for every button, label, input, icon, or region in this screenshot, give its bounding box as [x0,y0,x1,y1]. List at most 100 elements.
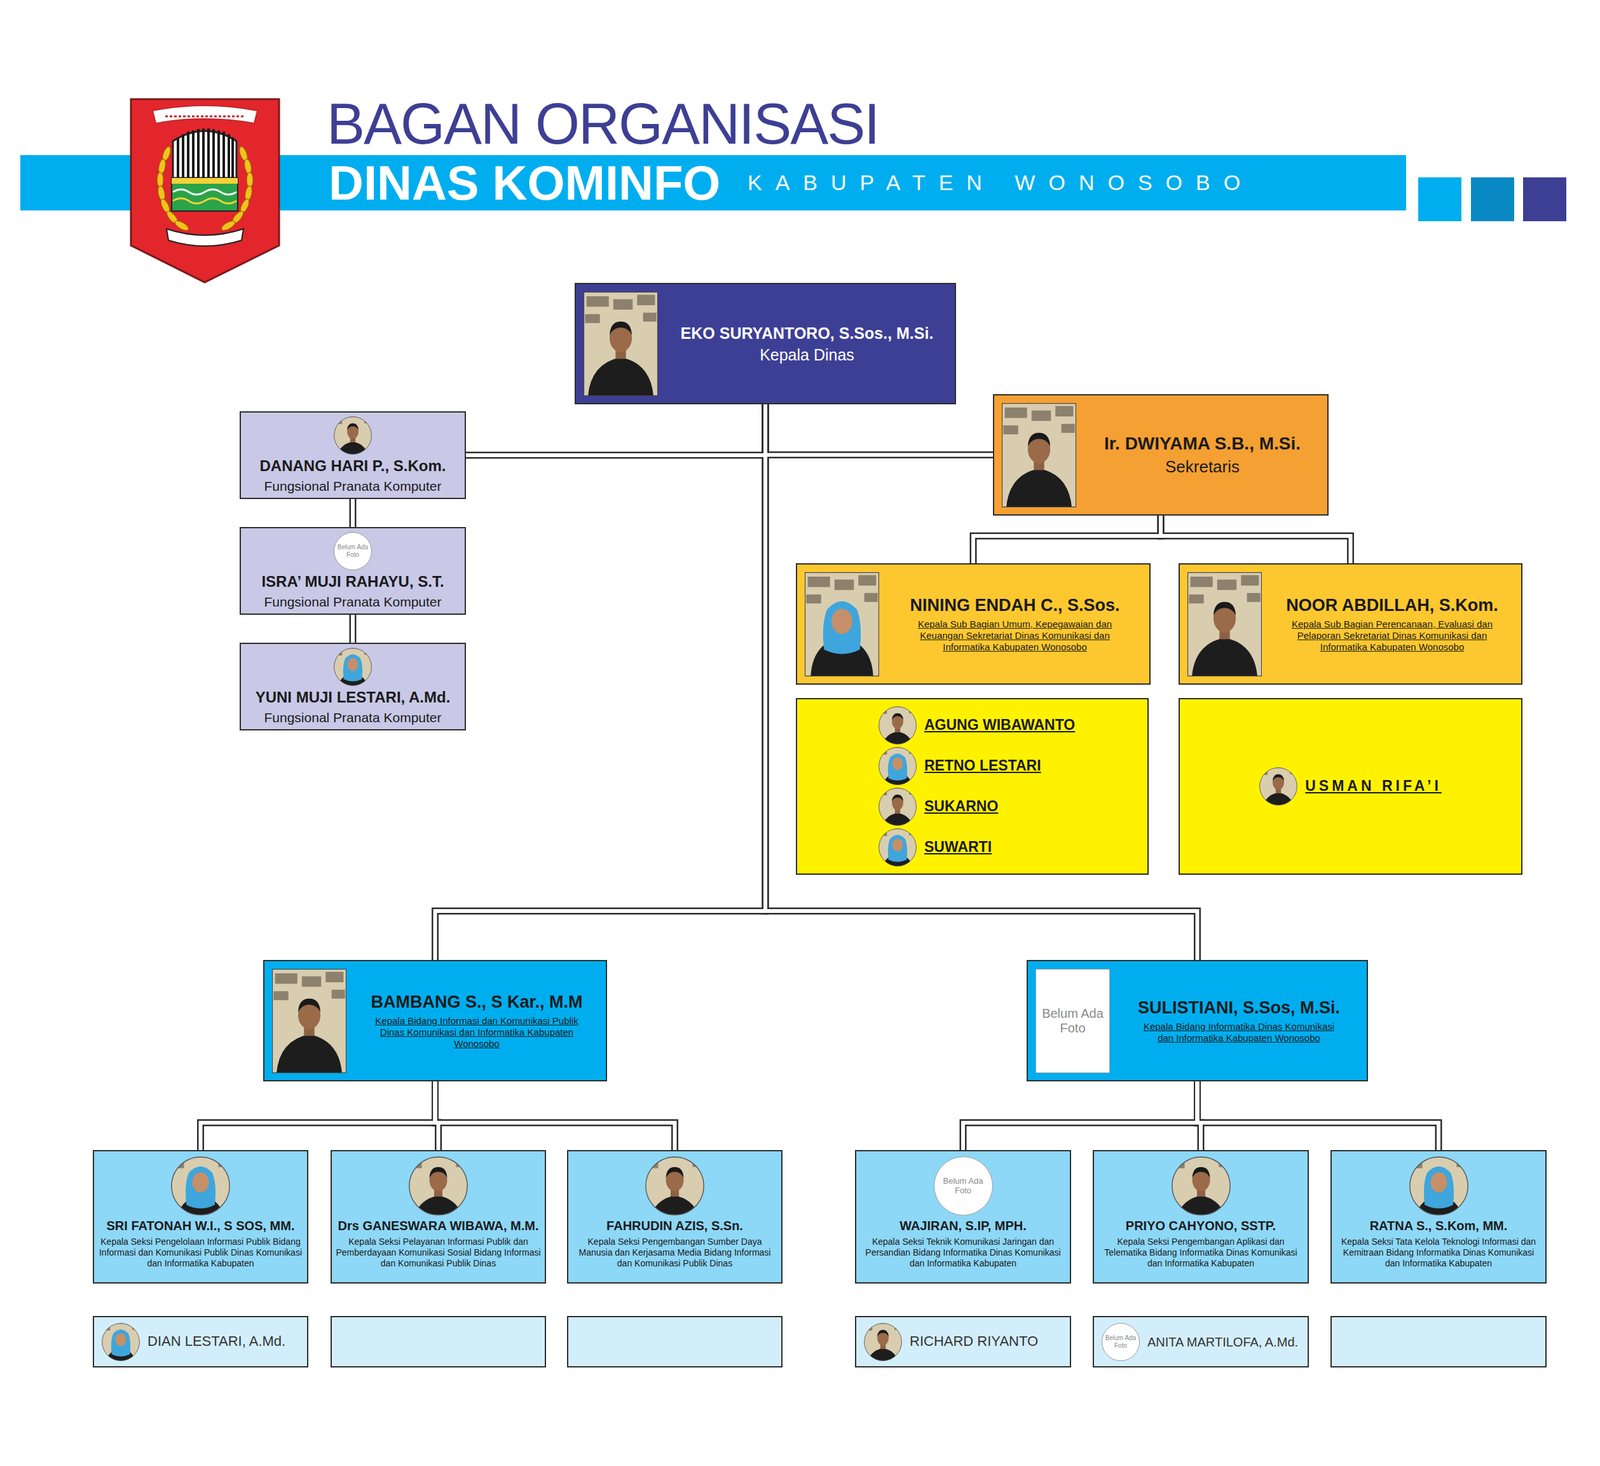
portrait [333,416,372,455]
empty-staff-box [330,1315,547,1368]
staff-row: AGUNG WIBAWANTO [878,706,1075,745]
connector [963,1081,1198,1150]
position-title: Kepala Seksi Pengembangan Sumber Daya Ma… [572,1236,778,1269]
staff-row: SUKARNO [878,787,999,826]
accent-square [1523,177,1567,222]
text-column: FAHRUDIN AZIS, S.Sn. Kepala Seksi Pengemb… [572,1217,778,1269]
position-title: Kepala Bidang Informasi dan Komunikasi P… [375,1015,579,1050]
position-title: Kepala Bidang Informatika Dinas Komunika… [1137,1020,1341,1044]
secretary-box: Ir. DWIYAMA S.B., M.Si.Sekretaris [992,394,1329,516]
connector [435,404,766,960]
person-name: PRIYO CAHYONO, SSTP. [1097,1217,1304,1234]
staff-name: DIAN LESTARI, A.Md. [147,1333,286,1350]
position-title: Kepala Dinas [666,345,948,365]
text-column: Ir. DWIYAMA S.B., M.Si.Sekretaris [1085,432,1320,477]
person-name: DANANG HARI P., S.Kom. [246,457,460,476]
staff-row: RETNO LESTARI [878,746,1042,786]
section-head-box: FAHRUDIN AZIS, S.Sn. Kepala Seksi Pengemb… [567,1149,783,1284]
regency-emblem [127,95,283,287]
portrait [1001,403,1077,508]
connector-inner [350,499,355,527]
text-column: NOOR ABDILLAH, S.Kom.Kepala Sub Bagian P… [1270,594,1514,653]
staff-name: RICHARD RIYANTO [909,1333,1039,1350]
connector [349,614,357,643]
subsection-box: NINING ENDAH C., S.Sos.Kepala Sub Bagian… [795,563,1151,685]
staff-name: AGUNG WIBAWANTO [924,716,1075,735]
portrait [408,1156,468,1216]
text-column: EKO SURYANTORO, S.Sos., M.Si.Kepala Dina… [666,323,948,365]
photo-placeholder: Belum Ada Foto [333,532,372,571]
staff-name: ANITA MARTILOFA, A.Md. [1147,1334,1299,1350]
person-name: Drs GANESWARA WIBAWA, M.M. [335,1217,541,1234]
portrait [878,746,917,786]
person-name: RATNA S., S.Kom, MM. [1335,1217,1542,1234]
photo-placeholder: Belum Ada Foto [933,1156,993,1216]
connector [973,515,1161,564]
portrait [645,1156,705,1216]
field-head-box: BAMBANG S., S Kar., M.M Kepala Bidang Inf… [263,959,608,1082]
text-column: DANANG HARI P., S.Kom. Fungsional Pranata… [246,457,460,494]
connector [349,499,357,527]
functional-staff-box: YUNI MUJI LESTARI, A.Md. Fungsional Prana… [239,642,466,731]
portrait [333,647,372,686]
photo-placeholder: Belum Ada Foto [1035,968,1110,1074]
subsection-box: NOOR ABDILLAH, S.Kom.Kepala Sub Bagian P… [1178,563,1523,685]
connector-inner [963,1081,1198,1150]
staff-name: RETNO LESTARI [924,757,1042,775]
band-heading: DINAS KOMINFO [328,155,721,211]
section-head-box: PRIYO CAHYONO, SSTP. Kepala Seksi Pengemb… [1092,1149,1309,1284]
connector [1197,1081,1440,1150]
person-name: NOOR ABDILLAH, S.Kom. [1270,594,1514,616]
text-column: PRIYO CAHYONO, SSTP. Kepala Seksi Pengemb… [1097,1217,1304,1269]
head-of-office-box: EKO SURYANTORO, S.Sos., M.Si.Kepala Dina… [574,282,957,405]
connector-inner [1197,1081,1440,1150]
person-name: ISRA’ MUJI RAHAYU, S.T. [246,572,460,592]
connector [435,1081,676,1150]
photo-placeholder-text: Belum Ada Foto [1041,1006,1105,1036]
staff-box: DIAN LESTARI, A.Md. [92,1315,309,1368]
person-name: EKO SURYANTORO, S.Sos., M.Si. [666,323,948,343]
portrait [272,968,347,1074]
photo-placeholder-text: Belum Ada Foto [1104,1334,1137,1349]
staff-row: USMAN RIFA’I [1259,767,1442,806]
functional-staff-box: Belum Ada FotoISRA’ MUJI RAHAYU, S.T.Fun… [239,526,466,615]
position-title: Fungsional Pranata Komputer [246,593,460,610]
empty-staff-box [567,1315,783,1368]
chart-title: BAGAN ORGANISASI [326,92,879,156]
staff-name: USMAN RIFA’I [1305,777,1442,796]
staff-name: SUWARTI [924,838,992,857]
portrait [878,706,917,745]
person-name: BAMBANG S., S Kar., M.M [355,991,599,1012]
connector-inner [973,515,1161,564]
staff-box: RICHARD RIYANTO [854,1315,1072,1368]
person-name: SRI FATONAH W.I., S SOS, MM. [97,1217,304,1234]
portrait [170,1156,231,1216]
portrait [101,1322,140,1361]
person-name: WAJIRAN, S.IP, MPH. [860,1217,1067,1234]
person-name: NINING ENDAH C., S.Sos. [888,594,1142,616]
photo-placeholder: Belum Ada Foto [1101,1322,1140,1361]
section-head-box: Belum Ada FotoWAJIRAN, S.IP, MPH.Kepala … [854,1149,1072,1284]
empty-staff-box [1330,1315,1547,1368]
position-title: Kepala Seksi Pengembangan Aplikasi dan T… [1097,1236,1304,1269]
connector-inner [350,614,355,643]
band-subheading: KABUPATEN WONOSOBO [747,155,1254,211]
connector-inner [465,404,766,456]
connector-inner [1160,515,1351,564]
section-head-box: RATNA S., S.Kom, MM. Kepala Seksi Tata Ke… [1330,1149,1547,1284]
connector-inner [765,404,993,456]
staff-box: Belum Ada Foto ANITA MARTILOFA, A.Md. [1092,1315,1309,1368]
accent-square [1418,177,1462,222]
text-column: SULISTIANI, S.Sos, M.Si.Kepala Bidang In… [1118,997,1360,1044]
portrait [863,1322,903,1361]
person-name: YUNI MUJI LESTARI, A.Md. [246,688,460,707]
position-title: Fungsional Pranata Komputer [246,478,460,494]
staff-list-box: AGUNG WIBAWANTO RETNO LESTARI SUKARNO SUWAR… [795,697,1149,875]
position-title: Kepala Seksi Tata Kelola Teknologi Infor… [1335,1236,1542,1269]
text-column: ISRA’ MUJI RAHAYU, S.T.Fungsional Pranat… [246,572,460,610]
person-name: FAHRUDIN AZIS, S.Sn. [572,1217,778,1234]
staff-row: SUWARTI [878,828,992,867]
text-column: RATNA S., S.Kom, MM. Kepala Seksi Tata Ke… [1335,1217,1542,1269]
connector-inner [200,1081,436,1150]
position-title: Fungsional Pranata Komputer [246,709,460,726]
